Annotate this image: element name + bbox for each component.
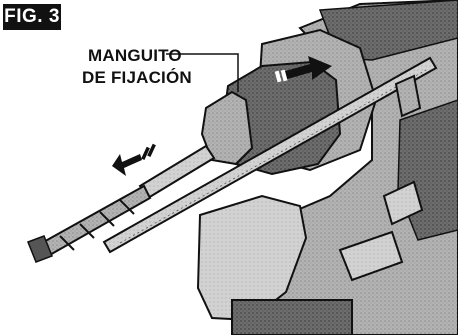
depth-gauge-rod — [102, 56, 438, 254]
mode-selector-knob — [382, 180, 424, 226]
callout-label-line1: MANGUITO — [88, 46, 182, 65]
sleeve-front-ring — [200, 90, 254, 166]
side-handle — [196, 194, 308, 322]
trigger-panel — [338, 230, 404, 282]
drill-bit — [27, 184, 152, 263]
pull-direction-arrow-icon — [112, 143, 156, 176]
depth-rod-clamp — [394, 74, 422, 118]
callout-label-line2: DE FIJACIÓN — [82, 68, 192, 87]
battery-base — [231, 299, 353, 335]
drill-bit-tip — [27, 235, 53, 263]
figure-number-badge: FIG. 3 — [3, 4, 61, 30]
sleeve-retract-arrow-icon — [274, 56, 332, 83]
callout-leader-line — [166, 53, 239, 92]
